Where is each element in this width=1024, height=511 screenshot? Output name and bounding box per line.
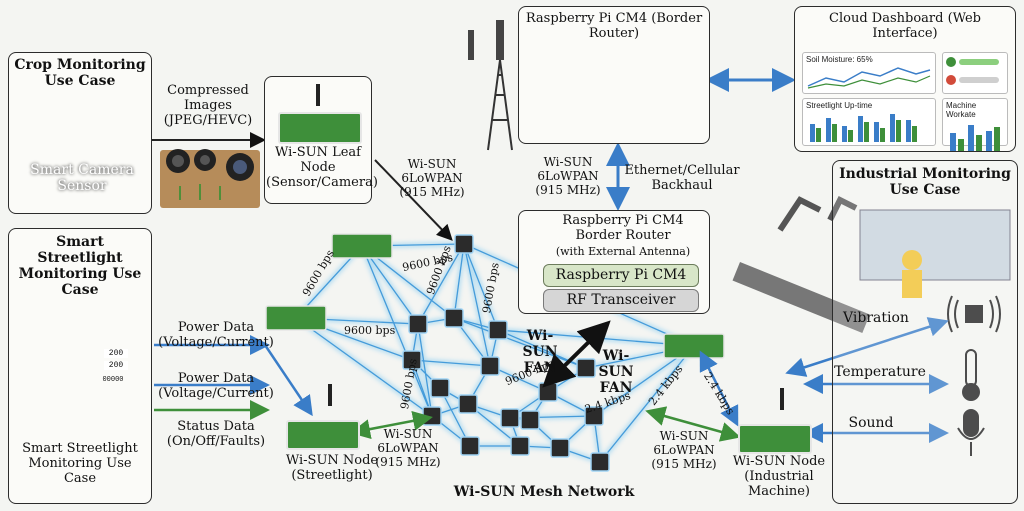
- industrial-node-module: [738, 424, 812, 454]
- machine-workrate-chart: Machine Workate: [942, 98, 1008, 151]
- ok-toggle: [946, 57, 1004, 67]
- power-data-label-1: Power Data (Voltage/Current): [158, 320, 274, 350]
- mesh-router-board: [663, 333, 725, 359]
- fan-label-2: Wi-SUN FAN: [598, 348, 634, 397]
- mesh-node-chip: [402, 350, 422, 370]
- mesh-router-board: [265, 305, 327, 331]
- camera-label: Smart Camera Sensor: [30, 162, 134, 195]
- mesh-node-chip: [590, 452, 610, 472]
- alert-icon: [946, 75, 956, 85]
- mesh-link: [361, 245, 419, 325]
- streetlight-uptime-bars: [810, 114, 917, 142]
- vibration-label: Vibration: [843, 310, 909, 326]
- antenna-icon: [316, 84, 320, 106]
- soil-moisture-chart: Soil Moisture: 65%: [802, 52, 936, 94]
- mesh-link: [417, 243, 465, 325]
- mesh-link: [453, 243, 465, 319]
- streetlight-node-label: Wi-SUN Node (Streetlight): [285, 453, 379, 483]
- streetlight-uptime-chart: Streetlight Up-time: [802, 98, 936, 146]
- factory-image: [732, 195, 1011, 333]
- leaf-node-module: [278, 112, 362, 144]
- streetlight-panel-title: Smart Streetlight Monitoring Use Case: [18, 234, 142, 299]
- temperature-label: Temperature: [834, 364, 926, 380]
- status-data-label: Status Data (On/Off/Faults): [166, 419, 266, 449]
- check-icon: [946, 57, 956, 67]
- mesh-node-chip: [480, 356, 500, 376]
- streetlight-uptime-label: Streetlight Up-time: [806, 101, 873, 110]
- mesh-node-chip: [444, 308, 464, 328]
- streetlight-panel: [8, 228, 152, 504]
- mesh-node-chip: [430, 378, 450, 398]
- vibration-icon: [947, 295, 1001, 333]
- streetlight-caption: Smart Streetlight Monitoring Use Case: [22, 441, 138, 486]
- mesh-node-chip: [538, 382, 558, 402]
- border-router-mid-title: Raspberry Pi CM4 Border Router: [562, 213, 684, 243]
- industrial-mesh-link-label: Wi-SUN 6LoWPAN (915 MHz): [651, 429, 717, 471]
- mesh-node-chip: [510, 436, 530, 456]
- sound-label: Sound: [848, 415, 894, 431]
- streetlight-node-module: [286, 420, 360, 450]
- leaf-node-label: Wi-SUN Leaf Node (Sensor/Camera): [266, 145, 378, 190]
- router-mesh-link-label: Wi-SUN 6LoWPAN (915 MHz): [535, 155, 601, 197]
- industrial-node-antenna-icon: [780, 388, 784, 410]
- border-router-top-panel: [518, 6, 710, 144]
- compressed-images-label: Compressed Images (JPEG/HEVC): [163, 83, 253, 128]
- machine-workrate-label: Machine Workate: [946, 101, 977, 119]
- street-mesh-link-label: Wi-SUN 6LoWPAN (915 MHz): [375, 427, 441, 469]
- cm4-layer: Raspberry Pi CM4: [543, 264, 699, 287]
- border-router-mid-subtitle: (with External Antenna): [555, 245, 691, 258]
- rate-label-5: 9600 bps: [344, 324, 396, 337]
- mesh-link: [417, 323, 433, 417]
- mesh-link: [361, 245, 433, 417]
- border-router-top-title: Raspberry Pi CM4 (Border Router): [525, 11, 703, 41]
- mesh-link: [599, 345, 695, 463]
- industrial-monitoring-panel: [832, 160, 1018, 504]
- mesh-node-chip: [488, 320, 508, 340]
- mesh-link: [295, 317, 433, 417]
- soil-moisture-sparkline: [807, 67, 931, 89]
- mesh-link: [411, 359, 491, 367]
- fault-toggle: [946, 75, 1004, 85]
- fan-label-1: Wi-SUN FAN: [522, 328, 558, 377]
- microphone-icon: [957, 409, 985, 456]
- meter-reading-2: 200: [104, 361, 128, 371]
- power-data-label-2: Power Data (Voltage/Current): [158, 371, 274, 401]
- mesh-node-chip: [458, 394, 478, 414]
- mesh-node-chip: [460, 436, 480, 456]
- mesh-node-chip: [584, 406, 604, 426]
- mesh-node-chip: [520, 410, 540, 430]
- cloud-dashboard-title: Cloud Dashboard (Web Interface): [829, 11, 981, 41]
- backhaul-label: Ethernet/Cellular Backhaul: [624, 163, 740, 193]
- rf-transceiver-layer: RF Transceiver: [543, 289, 699, 312]
- industrial-node-label: Wi-SUN Node (Industrial Machine): [732, 454, 826, 499]
- mesh-node-chip: [550, 438, 570, 458]
- crop-monitoring-panel: [8, 52, 152, 214]
- mesh-caption: Wi-SUN Mesh Network: [453, 484, 635, 500]
- mesh-node-chip: [408, 314, 428, 334]
- meter-footer: 00000: [102, 376, 124, 384]
- thermometer-icon: [962, 349, 980, 401]
- mesh-router-board: [331, 233, 393, 259]
- mesh-node-chip: [422, 406, 442, 426]
- camera-lenses-image: [160, 149, 260, 208]
- mesh-link: [463, 243, 491, 367]
- status-toggles: [942, 52, 1008, 94]
- industrial-panel-title: Industrial Monitoring Use Case: [839, 166, 1011, 199]
- streetlight-node-antenna-icon: [328, 384, 332, 406]
- data-flow-arrows: [146, 68, 949, 443]
- leaf-mesh-link-label: Wi-SUN 6LoWPAN (915 MHz): [399, 157, 465, 199]
- crop-panel-title: Crop Monitoring Use Case: [14, 57, 146, 90]
- soil-moisture-label: Soil Moisture: 65%: [806, 55, 873, 64]
- machine-workrate-bars: [950, 125, 1000, 151]
- mesh-node-chip: [500, 408, 520, 428]
- mesh-node-chip: [454, 234, 474, 254]
- mesh-link: [463, 243, 499, 331]
- meter-reading-1: 200: [104, 349, 128, 359]
